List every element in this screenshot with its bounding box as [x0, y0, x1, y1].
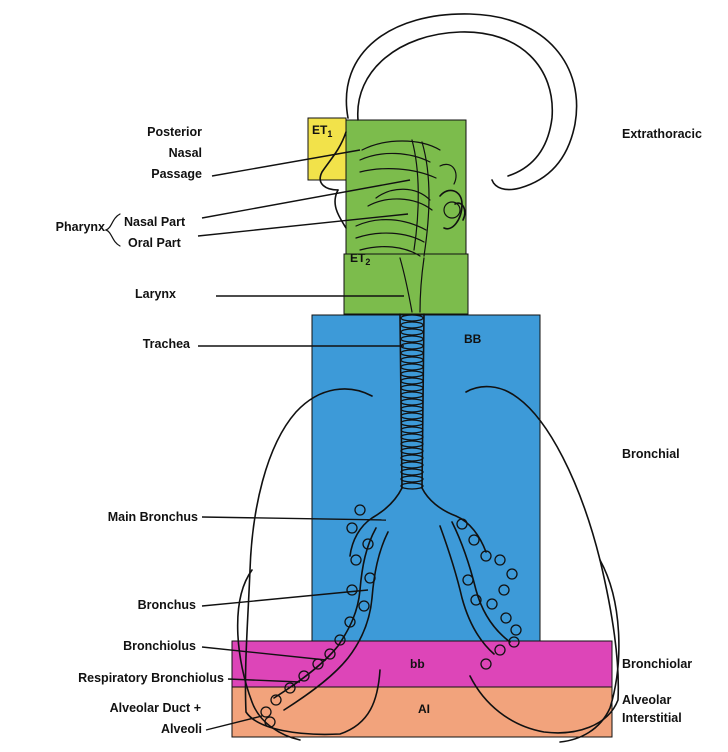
- svg-text:Posterior: Posterior: [147, 125, 202, 139]
- label-alveolar-duct-alveoli: Alveolar Duct + Alveoli: [110, 701, 202, 736]
- label-larynx: Larynx: [135, 287, 176, 301]
- label-nasal-part: Nasal Part: [124, 215, 186, 229]
- zone-label-al: AI: [418, 702, 430, 716]
- svg-text:Alveolar Duct +: Alveolar Duct +: [110, 701, 201, 715]
- label-respiratory-bronchiolus: Respiratory Bronchiolus: [78, 671, 224, 685]
- pharynx-brace: [106, 214, 120, 246]
- zone-label-bb: BB: [464, 332, 482, 346]
- svg-text:Nasal: Nasal: [169, 146, 202, 160]
- label-trachea: Trachea: [143, 337, 191, 351]
- svg-text:Alveolar: Alveolar: [622, 693, 671, 707]
- label-alveolar-interstitial: Alveolar Interstitial: [622, 693, 682, 725]
- label-bronchiolar: Bronchiolar: [622, 657, 692, 671]
- zone-label-bb-small: bb: [410, 657, 425, 671]
- label-oral-part: Oral Part: [128, 236, 182, 250]
- label-pharynx: Pharynx: [56, 220, 105, 234]
- svg-text:Interstitial: Interstitial: [622, 711, 682, 725]
- label-bronchus: Bronchus: [138, 598, 196, 612]
- label-extrathoracic: Extrathoracic: [622, 127, 702, 141]
- svg-text:Alveoli: Alveoli: [161, 722, 202, 736]
- label-bronchial: Bronchial: [622, 447, 680, 461]
- label-posterior-nasal-passage: Posterior Nasal Passage: [147, 125, 202, 181]
- label-bronchiolus: Bronchiolus: [123, 639, 196, 653]
- label-main-bronchus: Main Bronchus: [108, 510, 198, 524]
- svg-text:Passage: Passage: [151, 167, 202, 181]
